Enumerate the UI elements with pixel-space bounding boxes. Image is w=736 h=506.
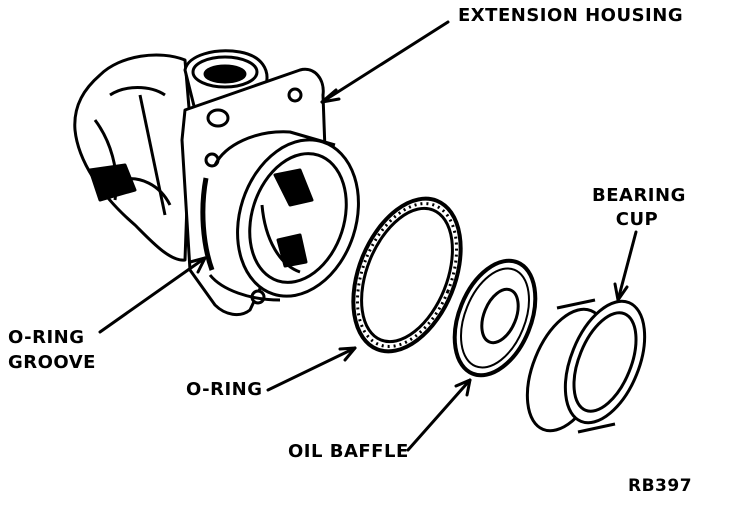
leader-lines xyxy=(98,20,638,452)
label-extension-housing: EXTENSION HOUSING xyxy=(458,5,684,26)
figure-code: RB397 xyxy=(628,476,693,496)
extension-housing xyxy=(73,49,360,317)
label-bearing-cup-line2: CUP xyxy=(615,209,659,230)
label-o-ring-groove-line2: GROOVE xyxy=(8,352,96,373)
bearing-cup-part xyxy=(525,298,647,434)
oil-baffle-part xyxy=(452,258,538,378)
label-oil-baffle: OIL BAFFLE xyxy=(288,441,409,462)
label-o-ring-groove-line1: O-RING xyxy=(8,327,85,348)
label-o-ring: O-RING xyxy=(186,379,263,400)
label-bearing-cup-line1: BEARING xyxy=(592,185,686,206)
o-ring-part xyxy=(351,196,463,354)
